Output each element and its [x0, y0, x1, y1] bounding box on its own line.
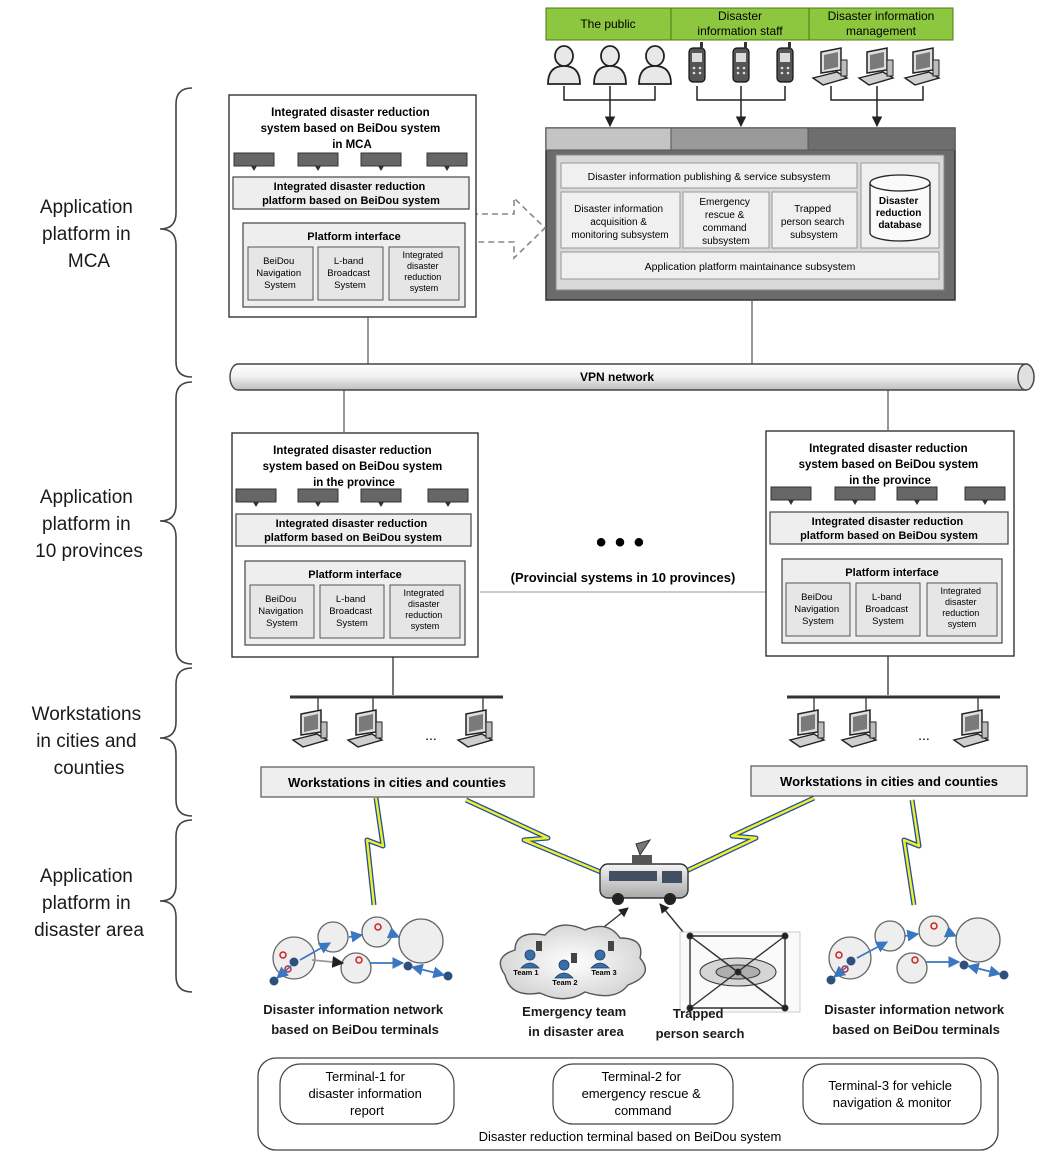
- province-right-interface-title: Platform interface: [845, 567, 939, 579]
- province-box-right: Integrated disaster reduction system bas…: [765, 430, 1015, 657]
- command-vehicle-icon: [599, 839, 689, 905]
- provincial-label: (Provincial systems in 10 provinces): [511, 570, 736, 585]
- province-right-title: Integrated disaster reduction system bas…: [799, 443, 982, 487]
- wireless-links: [364, 795, 922, 906]
- province-box-left: Integrated disaster reduction system bas…: [231, 432, 479, 658]
- mca-title: Integrated disaster reduction system bas…: [261, 107, 444, 151]
- province-left-platform: Integrated disaster reduction platform b…: [264, 518, 442, 544]
- terminal-1: Terminal-1 for disaster information repo…: [308, 1069, 425, 1118]
- phone-icons: [688, 41, 794, 83]
- province-left-title: Integrated disaster reduction system bas…: [263, 445, 446, 489]
- rescue-subsystem: Emergency rescue & command subsystem: [699, 197, 752, 247]
- emergency-team-label: Emergency team in disaster area: [522, 1004, 630, 1039]
- province-left-integrated: Integrated disaster reduction system: [403, 588, 446, 631]
- mca-integrated: Integrated disaster reduction system: [402, 250, 445, 293]
- mca-interface-title: Platform interface: [307, 231, 401, 243]
- terminal-caption: Disaster reduction terminal based on Bei…: [479, 1129, 782, 1144]
- maintenance-subsystem: Application platform maintainance subsys…: [645, 261, 856, 273]
- workstation-bus-right: [787, 656, 1000, 712]
- province-right-integrated: Integrated disaster reduction system: [940, 586, 983, 629]
- workstation-bus-left: [290, 657, 503, 712]
- reduction-database: Disaster reduction database: [876, 196, 924, 231]
- emergency-team-cloud: Team 1 Team 2 Team 3: [499, 924, 647, 1000]
- side-label-provinces: Application platform in 10 provinces: [35, 487, 143, 562]
- mca-beidou-nav: BeiDou Navigation System: [256, 256, 304, 291]
- province-left-interface-title: Platform interface: [308, 569, 402, 581]
- side-label-disaster-area: Application platform in disaster area: [34, 866, 144, 941]
- side-label-mca: Application platform in MCA: [40, 197, 138, 272]
- workstation-ellipsis-left: ...: [425, 727, 437, 743]
- disaster-network-right: [826, 915, 1009, 985]
- provincial-dots: • • •: [596, 526, 644, 559]
- terminal-panel: Terminal-1 for disaster information repo…: [257, 1057, 999, 1151]
- network-label-right: Disaster information network based on Be…: [824, 1002, 1008, 1037]
- side-label-workstations: Workstations in cities and counties: [32, 704, 147, 779]
- network-label-left: Disaster information network based on Be…: [263, 1002, 447, 1037]
- workstation-label-left: Workstations in cities and counties: [288, 775, 506, 790]
- province-left-lband: L-band Broadcast System: [329, 594, 374, 629]
- province-right-lband: L-band Broadcast System: [865, 592, 910, 627]
- province-right-platform: Integrated disaster reduction platform b…: [800, 516, 978, 542]
- vpn-label: VPN network: [580, 370, 654, 384]
- database-icon: [869, 174, 931, 242]
- team-labels: Team 1 Team 2 Team 3: [513, 968, 616, 987]
- trapped-search-label: Trapped person search: [656, 1006, 745, 1041]
- mca-lband: L-band Broadcast System: [327, 256, 372, 291]
- vpn-connectors: [343, 300, 889, 593]
- terminal-3: Terminal-3 for vehicle navigation & moni…: [828, 1078, 955, 1110]
- acquisition-subsystem: Disaster information acquisition & monit…: [571, 204, 668, 241]
- user-connectors: [563, 86, 924, 128]
- trapped-search-diagram: [679, 931, 801, 1013]
- province-right-beidou: BeiDou Navigation System: [794, 592, 842, 627]
- province-left-beidou: BeiDou Navigation System: [258, 594, 306, 629]
- group-the-public: The public: [580, 17, 635, 31]
- central-platform: Disaster information publishing & servic…: [545, 127, 956, 301]
- side-braces: [159, 87, 193, 993]
- disaster-network-left: [269, 916, 453, 986]
- publishing-subsystem: Disaster information publishing & servic…: [588, 171, 831, 183]
- mca-platform: Integrated disaster reduction platform b…: [262, 181, 440, 207]
- person-icons: [547, 45, 672, 85]
- workstation-computers: [292, 709, 989, 748]
- workstation-label-right: Workstations in cities and counties: [780, 774, 998, 789]
- mca-system-box: Integrated disaster reduction system bas…: [228, 94, 477, 318]
- trapped-subsystem: Trapped person search subsystem: [781, 204, 847, 241]
- vpn-network: VPN network: [229, 363, 1035, 391]
- computer-icons: [812, 47, 940, 86]
- workstation-ellipsis-right: ...: [918, 727, 930, 743]
- terminal-2: Terminal-2 for emergency rescue & comman…: [582, 1069, 705, 1118]
